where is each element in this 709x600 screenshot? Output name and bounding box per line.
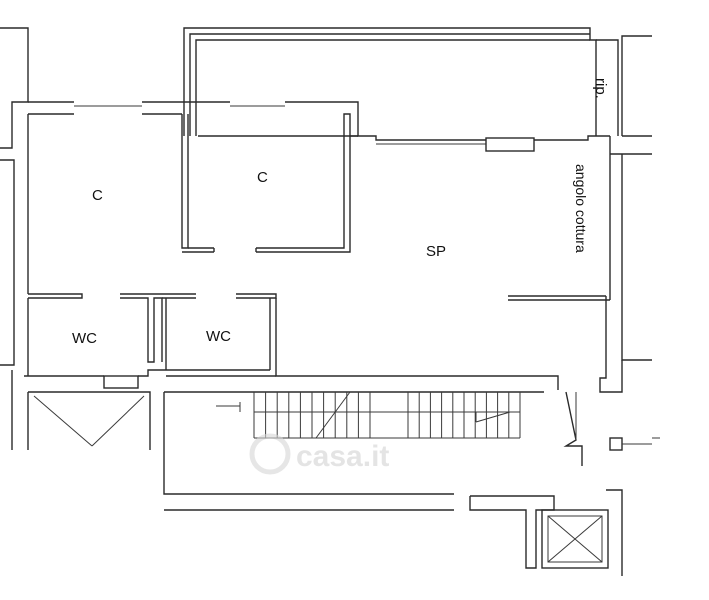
room-label-wc1: WC: [72, 330, 97, 347]
upper-corridor-walls: [183, 27, 652, 137]
room-label-c1: C: [92, 187, 103, 204]
room-label-wc2: WC: [206, 328, 231, 345]
wc-walls: [24, 293, 559, 390]
living-right-walls: [508, 136, 652, 393]
room-label-kitchen: angolo cottura: [573, 164, 589, 253]
room-label-c2: C: [257, 169, 268, 186]
staircase: [163, 391, 544, 511]
room-label-rip: rip.: [592, 78, 609, 99]
left-exterior-walls: [0, 27, 29, 450]
watermark-text: casa.it: [296, 440, 389, 473]
right-lower-fragments: [469, 391, 660, 576]
main-outer-walls: [27, 101, 610, 294]
room-label-sp: SP: [426, 243, 446, 260]
left-shaft: [27, 391, 151, 450]
bedroom-partitions: [181, 113, 358, 253]
watermark: casa.it: [249, 433, 389, 475]
